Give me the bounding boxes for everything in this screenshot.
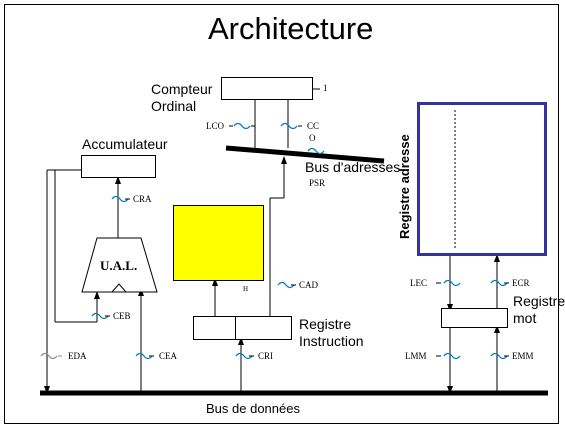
switch-emm [490, 352, 508, 360]
ual-label: U.A.L. [100, 258, 138, 273]
signal-ceb-label: CEB [113, 311, 131, 321]
signal-h-label: H [243, 285, 249, 293]
switch-ceb [91, 312, 109, 320]
address-bus-line [225, 145, 385, 164]
signal-emm-label: EMM [512, 351, 534, 361]
signal-psr-label: PSR [309, 178, 326, 188]
registre-mot-box [441, 308, 508, 328]
registre-adresse-box [417, 102, 547, 256]
signal-cea-label: CEA [159, 351, 177, 361]
switch-lec [443, 279, 461, 287]
compteur-ordinal-label: Compteur Ordinal [151, 81, 213, 114]
switch-cri [235, 352, 253, 360]
signal-cra-label: CRA [133, 194, 152, 204]
switch-cad [277, 281, 295, 289]
signal-ecr-label: ECR [512, 278, 530, 288]
signal-1-label: 1 [323, 83, 328, 93]
ual-shape [81, 237, 158, 293]
signal-lco-label: LCO [206, 121, 224, 131]
switch-lmm [443, 352, 461, 360]
compteur-ordinal-box [221, 77, 313, 100]
signal-o-label: O [309, 133, 316, 143]
registre-mot-label: Registre mot [513, 293, 565, 326]
slide-frame [4, 4, 559, 424]
registre-instruction-label: Registre Instruction [299, 316, 364, 349]
bus-donnees-label: Bus de données [206, 401, 300, 416]
signal-lmm-label: LMM [405, 351, 427, 361]
signal-cc-label: CC [307, 121, 320, 131]
registre-instruction-divider [235, 316, 236, 340]
registre-instruction-box [193, 316, 292, 340]
registre-adresse-label: Registre adresse [397, 134, 412, 239]
signal-lec-label: LEC [410, 278, 427, 288]
switch-cc [280, 122, 298, 130]
page-title: Architecture [208, 11, 374, 46]
switch-lco [233, 122, 251, 130]
switch-cra [111, 195, 129, 203]
switch-cea [135, 352, 153, 360]
signal-cri-label: CRI [258, 351, 274, 361]
yellow-block [173, 205, 264, 281]
signal-cad-label: CAD [299, 280, 319, 290]
switch-psr [307, 147, 325, 155]
signal-eda-label: EDA [68, 351, 87, 361]
bus-adresses-label: Bus d'adresses [305, 159, 401, 175]
switch-ecr [490, 279, 508, 287]
switch-eda [40, 352, 58, 360]
accumulateur-box [81, 155, 156, 178]
accumulateur-label: Accumulateur [82, 136, 168, 152]
